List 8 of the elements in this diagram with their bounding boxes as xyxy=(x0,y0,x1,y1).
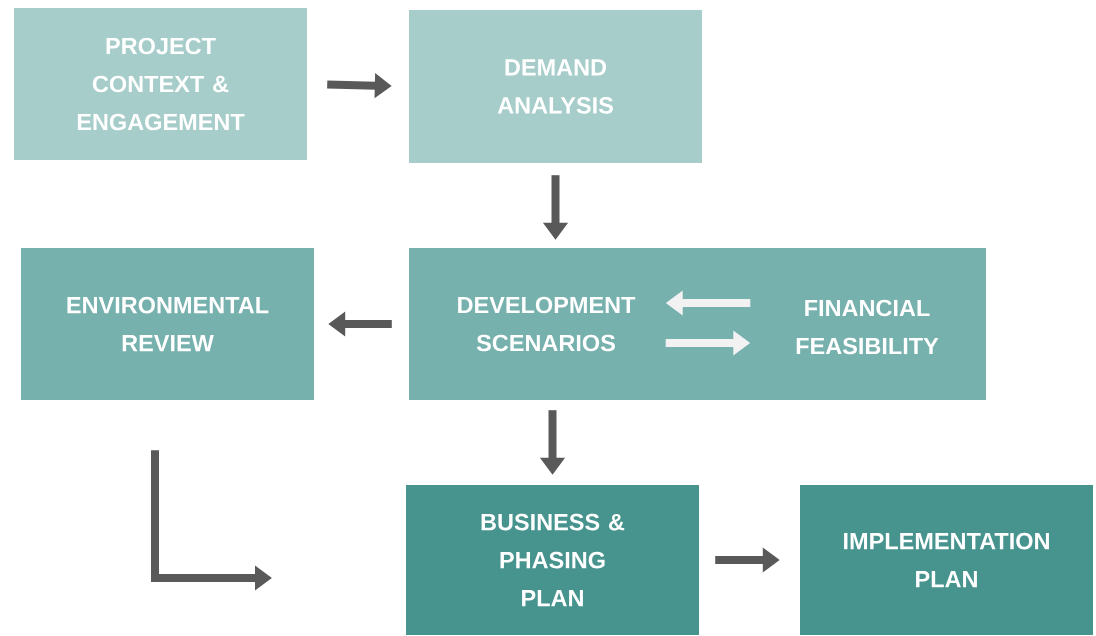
process-box: IMPLEMENTATION PLAN xyxy=(800,485,1093,635)
process-label: DEVELOPMENT SCENARIOS xyxy=(458,296,636,352)
process-label: FINANCIAL FEASIBILITY xyxy=(796,299,939,355)
process-box: PROJECT CONTEXT & ENGAGEMENT xyxy=(14,8,307,160)
process-box: ENVIRONMENTAL REVIEW xyxy=(21,248,314,400)
group-box xyxy=(409,248,986,400)
process-box: BUSINESS & PHASING PLAN xyxy=(406,485,699,635)
process-box: DEMAND ANALYSIS xyxy=(409,10,702,163)
